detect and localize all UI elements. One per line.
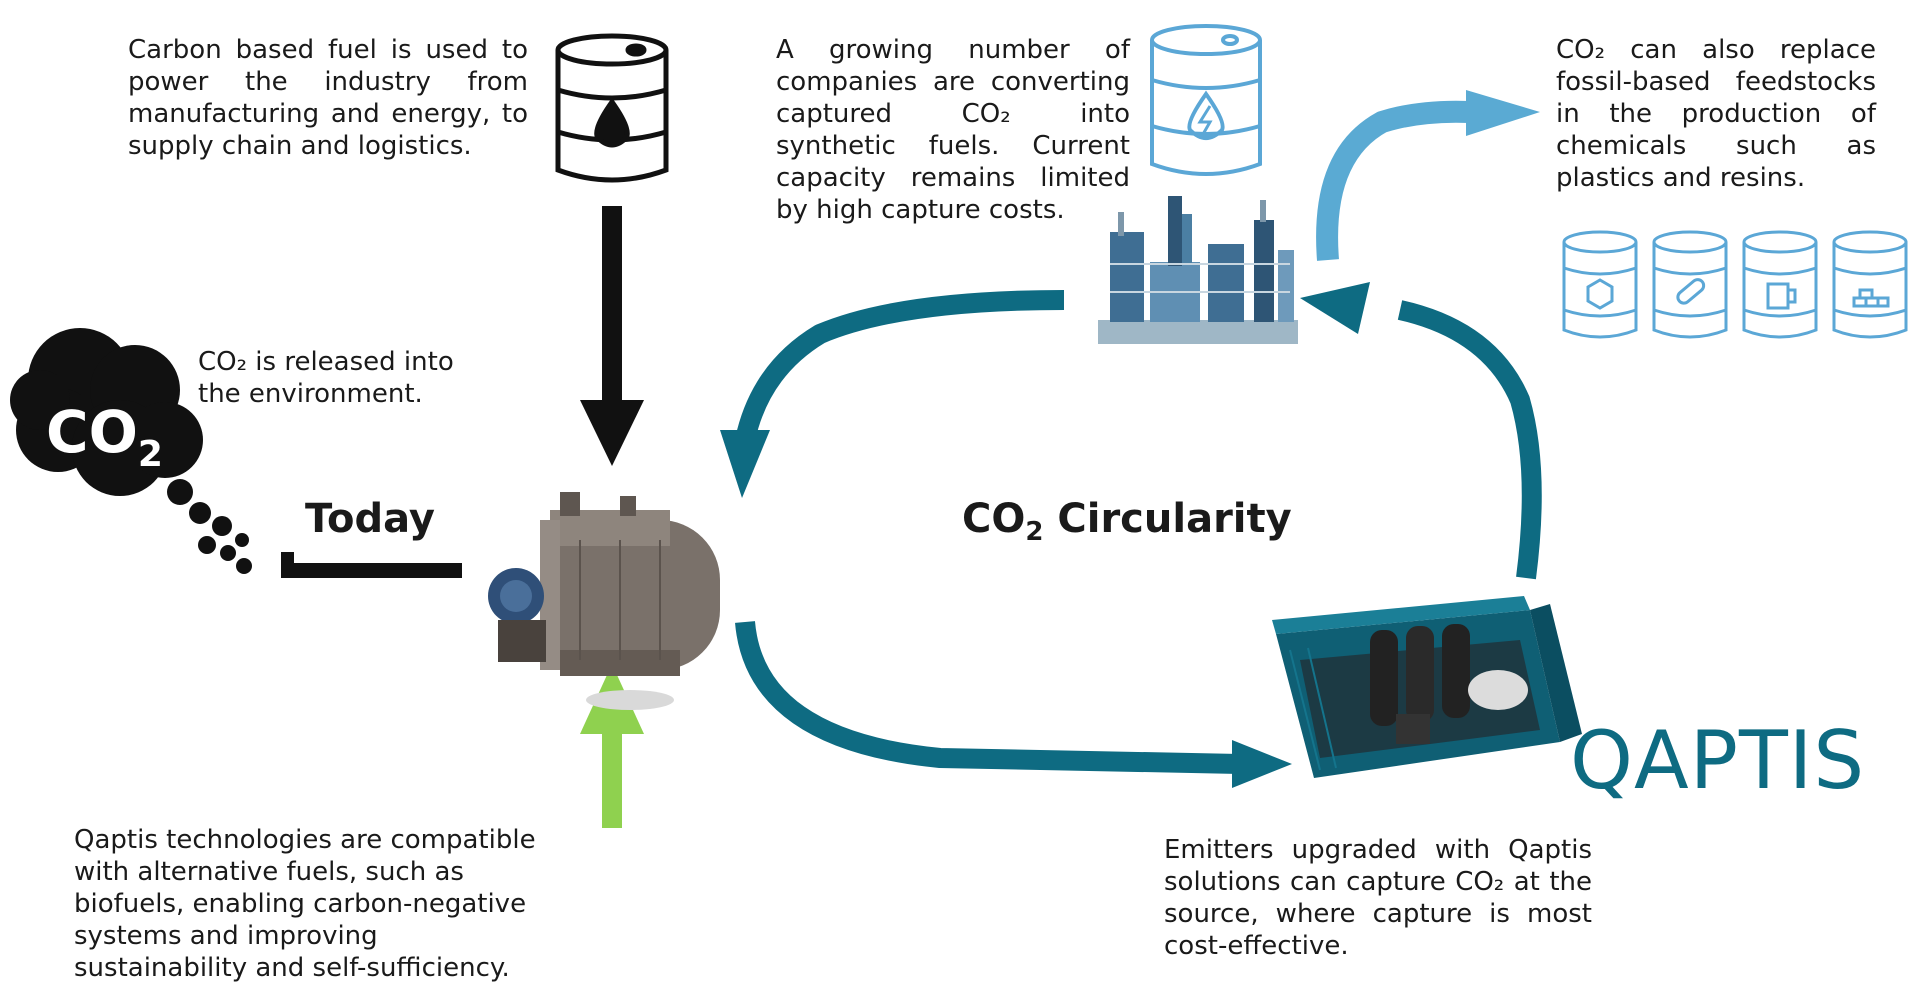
cloud-co2-label: CO2: [46, 398, 163, 475]
container-to-refinery-arrow: [1397, 300, 1542, 580]
refinery-to-boiler-arrowhead: [720, 430, 770, 498]
alternative-fuels-text: Qaptis technologies are compatible with …: [74, 825, 536, 983]
refinery-to-feedstocks-arrowhead: [1466, 90, 1540, 136]
refinery-icon: [1098, 196, 1298, 344]
boiler-to-container-arrow: [735, 620, 1241, 774]
boiler-to-container-arrowhead: [1232, 740, 1292, 788]
circularity-arrows: [735, 290, 1542, 774]
materials-barrel-icon: [1832, 230, 1908, 339]
co2-circularity-label: CO2 Circularity: [962, 496, 1292, 547]
feedstock-barrels: [1562, 230, 1908, 339]
qaptis-logo: QAPTIS: [1570, 714, 1866, 807]
refinery-to-feedstocks-arrow: [1316, 100, 1471, 261]
capture-container-icon: [1272, 596, 1582, 778]
fuel-supply-arrow: [580, 206, 644, 466]
emitters-text: Emitters upgraded with Qaptis solutions …: [1164, 835, 1592, 961]
today-emission-line: [281, 552, 462, 578]
pharma-barrel-icon: [1652, 230, 1728, 339]
carbon-fuel-text: Carbon based fuel is used to power the i…: [128, 35, 528, 161]
co2-released-text: CO₂ is released into the environment.: [198, 347, 454, 409]
synthetic-fuel-barrel-icon: [1150, 24, 1262, 176]
synthetic-fuels-text: A growing number of companies are conver…: [776, 35, 1130, 225]
feedstocks-text: CO₂ can also replace fossil-based feedst…: [1556, 35, 1876, 193]
container-to-refinery-arrowhead: [1300, 282, 1370, 334]
beverage-barrel-icon: [1742, 230, 1818, 339]
industrial-boiler-icon: [488, 492, 720, 710]
refinery-to-boiler-arrow: [735, 290, 1065, 443]
alternative-fuel-arrow: [580, 664, 644, 828]
chemicals-barrel-icon: [1562, 230, 1638, 339]
today-label: Today: [305, 496, 435, 542]
co2-cloud-icon: [10, 328, 252, 574]
oil-barrel-icon: [555, 33, 669, 183]
